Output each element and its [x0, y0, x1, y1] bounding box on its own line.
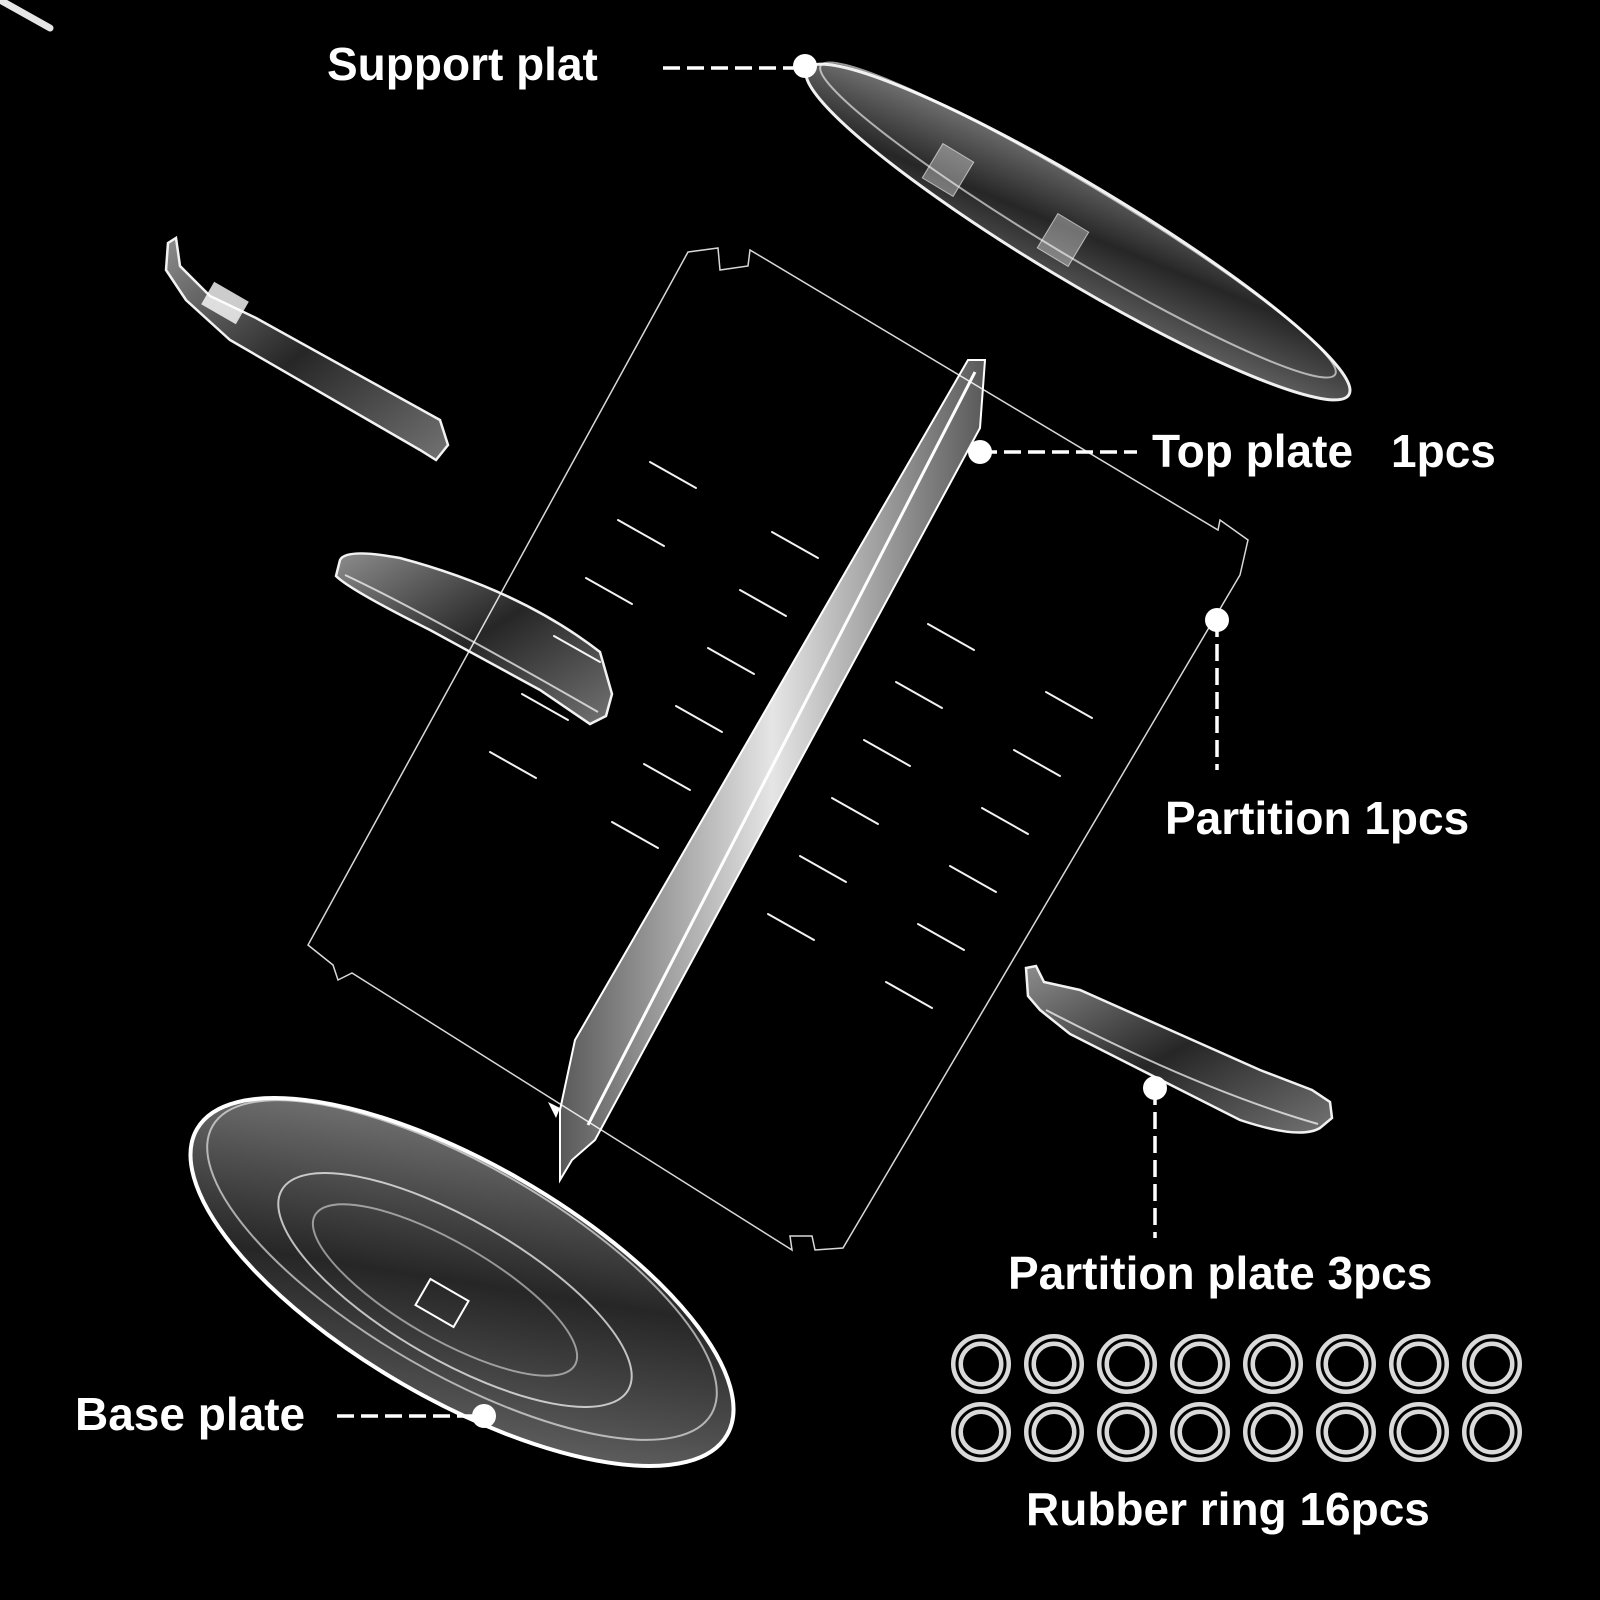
- rubber-ring-groove: [1320, 1338, 1372, 1390]
- rubber-ring-groove: [1466, 1406, 1518, 1458]
- rubber-ring-groove: [1466, 1338, 1518, 1390]
- rubber-ring-groove: [1247, 1406, 1299, 1458]
- rubber-ring-groove: [955, 1338, 1007, 1390]
- top-plate-qty: 1pcs: [1391, 425, 1496, 477]
- rubber-rings-group: [951, 1334, 1522, 1462]
- partition-plate-part-1: [164, 235, 450, 462]
- top-plate-label: Top plate 1pcs: [1152, 428, 1496, 474]
- top-plate-name: Top plate: [1152, 425, 1354, 477]
- partition-plate-part-3: [1024, 964, 1334, 1134]
- rubber-ring-groove: [1028, 1338, 1080, 1390]
- base-plate-label: Base plate: [75, 1388, 306, 1440]
- leader-dots: [472, 54, 1229, 1428]
- partition-label: Partition 1pcs: [1165, 792, 1470, 844]
- rubber-ring-groove: [1028, 1406, 1080, 1458]
- leader-lines: [337, 66, 1219, 1418]
- rubber-ring-groove: [1247, 1338, 1299, 1390]
- partition-plate-part-2: [334, 552, 614, 726]
- top-plate-part: [548, 359, 987, 1184]
- base-plate-part: [188, 1096, 736, 1468]
- rubber-ring-groove: [955, 1406, 1007, 1458]
- rubber-ring-groove: [1393, 1338, 1445, 1390]
- rubber-ring-groove: [1101, 1338, 1153, 1390]
- rubber-ring-groove: [1174, 1406, 1226, 1458]
- support-plate-part: [804, 61, 1352, 402]
- rubber-ring-groove: [1174, 1338, 1226, 1390]
- partition-part: [0, 0, 1249, 1252]
- partition-plate-label: Partition plate 3pcs: [1008, 1247, 1433, 1299]
- rubber-ring-groove: [1393, 1406, 1445, 1458]
- rubber-ring-groove: [1320, 1406, 1372, 1458]
- rubber-ring-label: Rubber ring 16pcs: [1026, 1483, 1430, 1535]
- rubber-ring-groove: [1101, 1406, 1153, 1458]
- support-plate-label: Support plat: [327, 38, 598, 90]
